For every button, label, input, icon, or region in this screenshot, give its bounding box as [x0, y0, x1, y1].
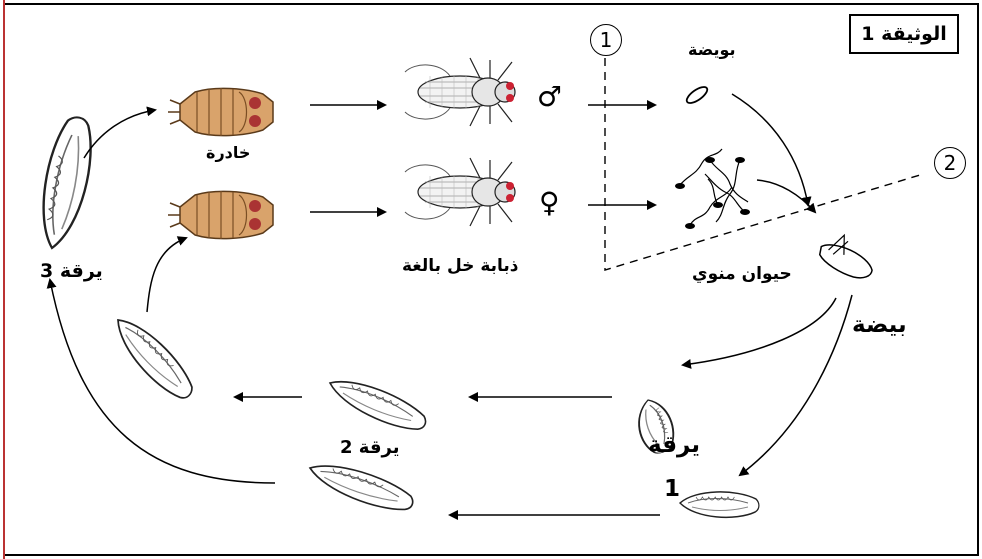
larva-mid-image — [106, 311, 201, 406]
larva-2-image — [324, 372, 430, 437]
marker-one: 1 — [590, 24, 622, 56]
larva-1-label-word: يرقة — [648, 432, 700, 458]
male-fly-image — [405, 58, 515, 126]
larva-1-image — [680, 492, 759, 517]
pupa-top-image — [168, 88, 273, 136]
larva-3-label: يرقة 3 — [40, 260, 103, 282]
adult-fly-label: ذبابة خل بالغة — [402, 256, 519, 276]
ovum-label: بويضة — [688, 40, 736, 59]
larva-bottom-image — [305, 456, 417, 516]
larva-2-label: يرقة 2 — [340, 437, 399, 458]
dashed-line-1 — [605, 44, 920, 270]
pupa-bottom-image — [168, 191, 273, 239]
egg-label: بيضة — [852, 312, 907, 338]
ovum-image — [684, 84, 709, 106]
larva-3-image — [35, 114, 98, 252]
sperm-label: حيوان منوي — [692, 264, 792, 284]
male-symbol: ♂ — [537, 80, 562, 113]
document-title: الوثيقة 1 — [849, 14, 959, 54]
female-symbol: ♀ — [539, 186, 560, 219]
egg-image — [815, 228, 881, 283]
larva-1-label-number: 1 — [664, 476, 680, 502]
sperm-image — [675, 149, 750, 229]
pupa-label: خادرة — [206, 143, 250, 162]
cycle-arrows — [50, 94, 852, 515]
marker-two: 2 — [934, 147, 966, 179]
female-fly-image — [405, 158, 515, 226]
